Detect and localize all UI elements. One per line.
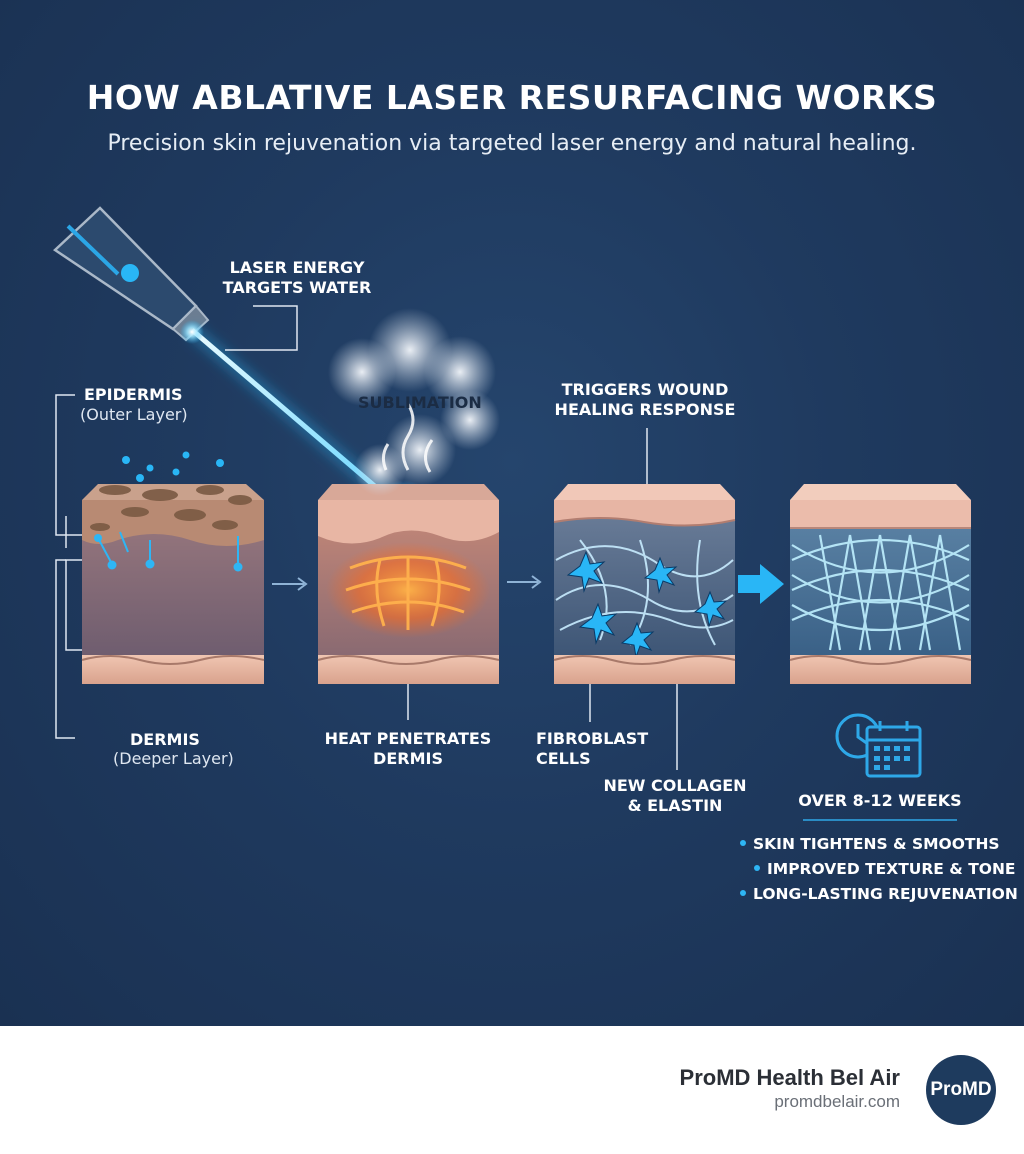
fibroblast-label-line1: FIBROBLAST: [536, 729, 649, 748]
brand-name: ProMD Health Bel Air: [679, 1065, 900, 1090]
weeks-label: OVER 8-12 WEEKS: [798, 791, 962, 810]
arrow-right-icon: [507, 575, 542, 589]
heat-waves: [345, 555, 471, 630]
results-list: SKIN TIGHTENS & SMOOTHS IMPROVED TEXTURE…: [740, 832, 1018, 907]
infographic-canvas: HOW ABLATIVE LASER RESURFACING WORKS Pre…: [0, 0, 1024, 1026]
website-link[interactable]: promdbelair.com: [774, 1092, 900, 1111]
arrow-right-icon: [272, 577, 308, 591]
result-item: IMPROVED TEXTURE & TONE: [740, 857, 1018, 882]
heat-label-line1: HEAT PENETRATES: [324, 729, 492, 748]
result-text: LONG-LASTING REJUVENATION: [753, 885, 1018, 903]
laser-label-line1: LASER ENERGY: [229, 258, 365, 277]
sublimation-cloud: [328, 308, 500, 496]
heat-label-line2: DERMIS: [373, 749, 443, 768]
collagen-label: NEW COLLAGEN & ELASTIN: [590, 776, 760, 816]
result-item: SKIN TIGHTENS & SMOOTHS: [740, 832, 1018, 857]
fibroblast-cells: [566, 550, 728, 659]
mesh-fibers: [791, 534, 970, 651]
skin-block-3: [553, 484, 736, 684]
epidermis-label: EPIDERMIS: [84, 385, 183, 404]
collagen-label-line1: NEW COLLAGEN: [603, 776, 747, 795]
bullet-dot-icon: [740, 839, 746, 846]
wound-label-line2: HEALING RESPONSE: [554, 400, 736, 419]
dermis-bracket: [65, 559, 82, 651]
skin-block-4: [789, 484, 972, 684]
wound-label: TRIGGERS WOUND HEALING RESPONSE: [540, 380, 750, 420]
page-title: HOW ABLATIVE LASER RESURFACING WORKS: [86, 78, 938, 117]
epidermis-sublabel: (Outer Layer): [80, 405, 188, 424]
skin-block-2: [317, 484, 500, 684]
dermis-sublabel: (Deeper Layer): [113, 749, 234, 768]
result-text: IMPROVED TEXTURE & TONE: [767, 860, 1016, 878]
footer: ProMD Health Bel Air promdbelair.com Pro…: [0, 1026, 1024, 1154]
sublimation-label: SUBLIMATION: [358, 393, 482, 412]
dermis-label: DERMIS: [130, 730, 200, 749]
wound-label-line1: TRIGGERS WOUND: [561, 380, 729, 399]
heat-label: HEAT PENETRATES DERMIS: [318, 729, 498, 769]
laser-leader: [225, 305, 298, 351]
fibroblast-label: FIBROBLAST CELLS: [536, 729, 648, 769]
laser-handpiece-icon: [52, 206, 210, 342]
result-item: LONG-LASTING REJUVENATION: [740, 882, 1018, 907]
water-molecules: [122, 451, 224, 482]
page-subtitle: Precision skin rejuvenation via targeted…: [107, 131, 917, 156]
result-text: SKIN TIGHTENS & SMOOTHS: [753, 835, 1000, 853]
epidermis-bracket: [55, 394, 82, 536]
laser-label: LASER ENERGY TARGETS WATER: [207, 258, 387, 298]
skin-diagram: [52, 206, 972, 821]
clock-calendar-icon: [835, 713, 922, 778]
laser-label-line2: TARGETS WATER: [222, 278, 372, 297]
collagen-label-line2: & ELASTIN: [627, 796, 723, 815]
bullet-dot-icon: [740, 889, 746, 896]
bullet-dot-icon: [754, 864, 760, 871]
promd-logo: ProMD: [926, 1055, 996, 1125]
skin-block-1: [81, 451, 265, 684]
fibroblast-label-line2: CELLS: [536, 749, 591, 768]
arrow-right-icon: [738, 564, 784, 604]
